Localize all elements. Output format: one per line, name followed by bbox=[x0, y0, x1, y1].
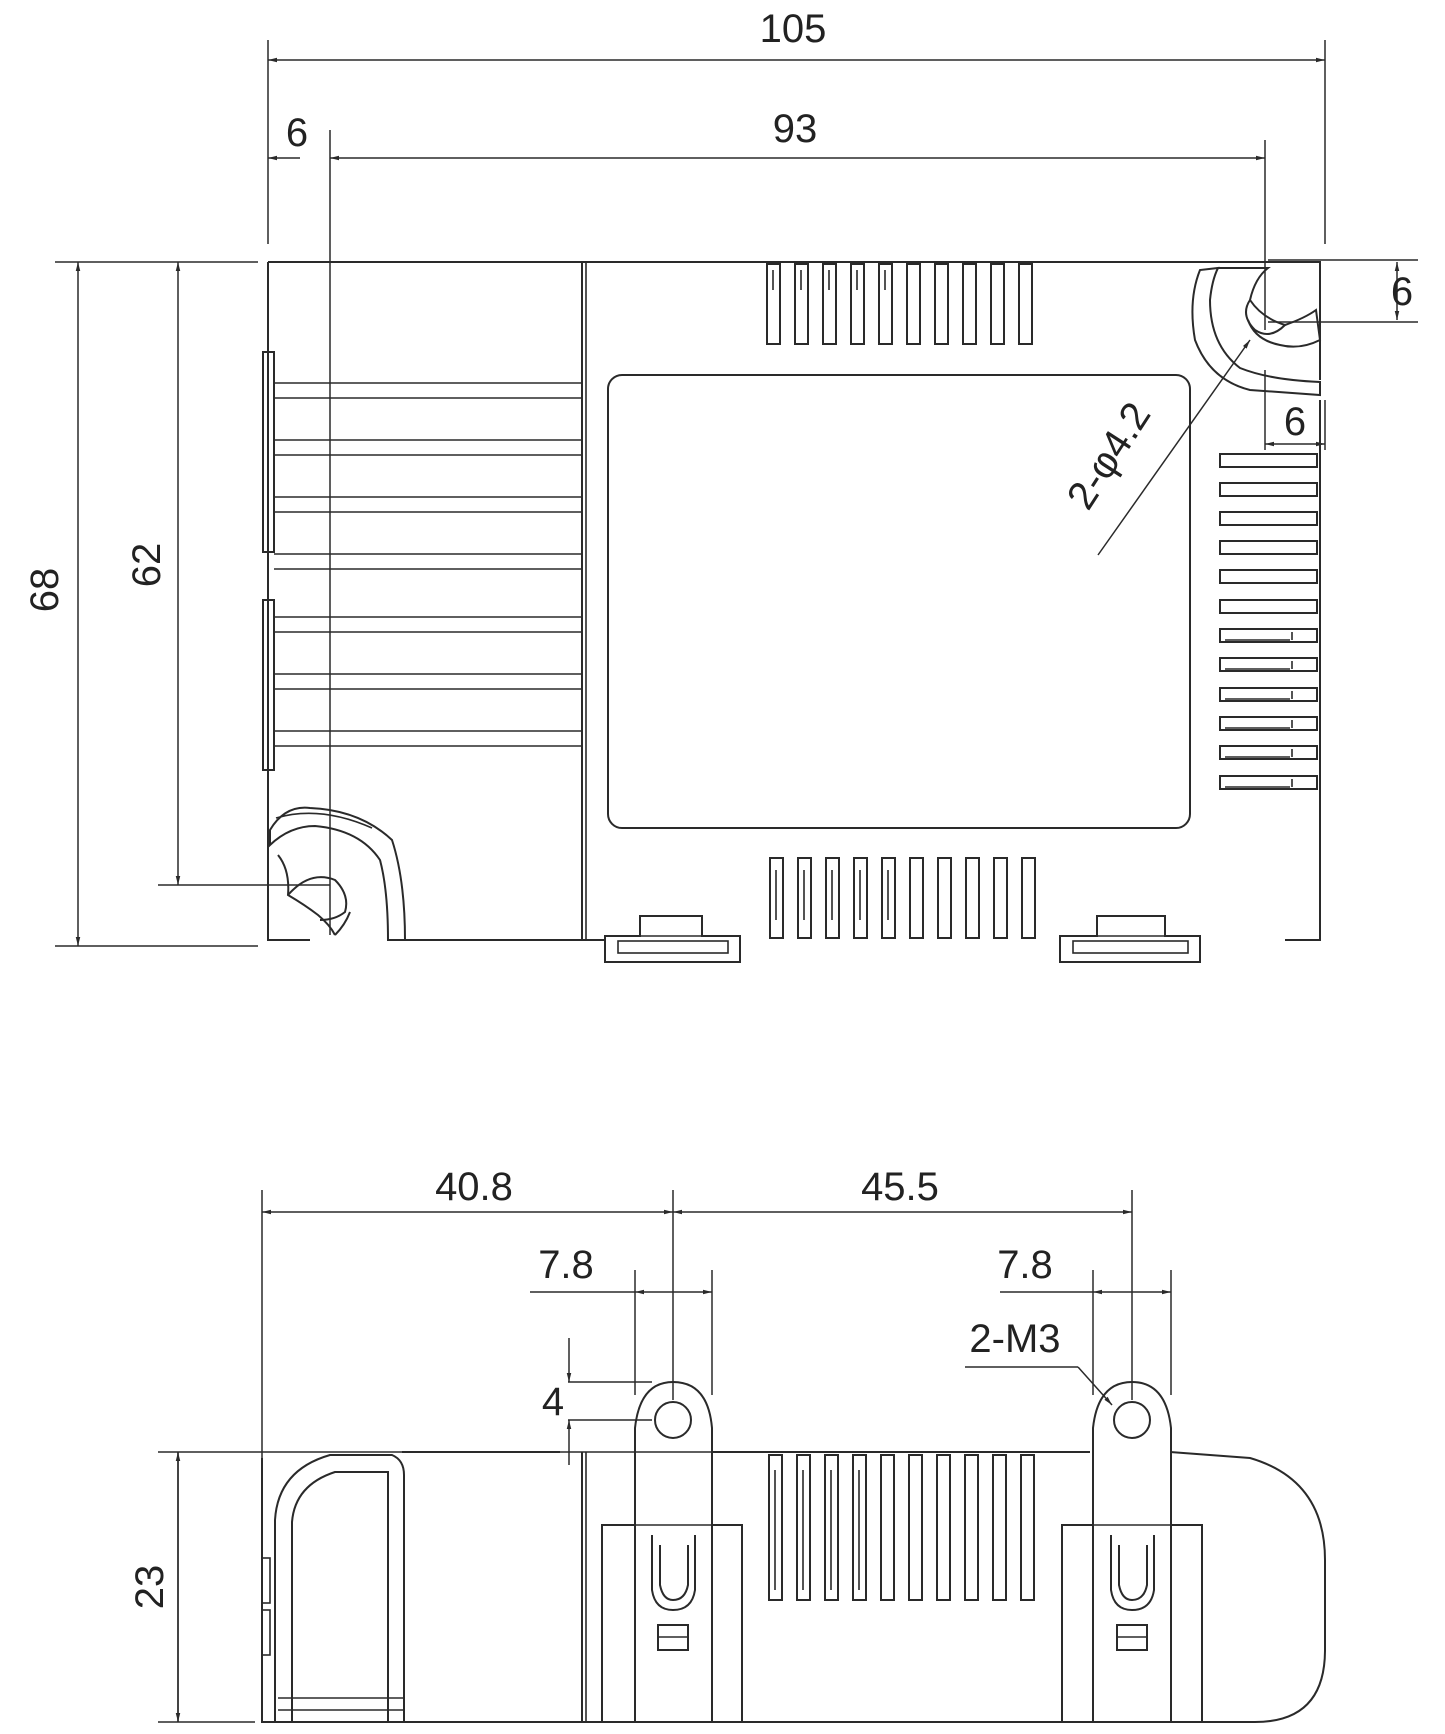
side-view-housing-outline bbox=[261, 1451, 1326, 1723]
screw-callout: 2-M3 bbox=[969, 1317, 1060, 1361]
side-dimension-lines bbox=[175, 1209, 1171, 1722]
dim-overall-height: 68 bbox=[23, 568, 67, 613]
top-view: 105 93 6 6 6 68 62 2-φ4.2 bbox=[23, 7, 1418, 963]
mounting-slot-top-right bbox=[1191, 266, 1322, 397]
side-view-vent-slots bbox=[768, 1454, 1035, 1601]
dim-right-side-offset: 6 bbox=[1284, 400, 1306, 444]
mounting-slot-bottom-left bbox=[269, 806, 407, 941]
dim-tab-to-tab: 45.5 bbox=[861, 1165, 939, 1209]
side-vent-slots bbox=[1219, 453, 1318, 790]
top-vent-slots bbox=[766, 263, 1033, 345]
dim-left-offset: 6 bbox=[286, 111, 308, 155]
top-mounting-tab-right bbox=[1059, 915, 1201, 963]
top-mounting-tab-left bbox=[604, 915, 741, 963]
dim-hole-spacing: 93 bbox=[773, 107, 818, 151]
dim-right-top-offset: 6 bbox=[1391, 270, 1413, 314]
dim-hole-height: 62 bbox=[125, 543, 169, 588]
dim-tab-width-right: 7.8 bbox=[997, 1243, 1053, 1287]
dim-side-height: 23 bbox=[128, 1565, 172, 1610]
top-dimension-lines bbox=[75, 57, 1400, 946]
bottom-vent-slots bbox=[769, 857, 1036, 939]
side-mounting-tab-right bbox=[1061, 1380, 1203, 1723]
label-panel bbox=[607, 374, 1191, 829]
side-view: 40.8 45.5 7.8 7.8 4 2-M3 23 bbox=[128, 1165, 1326, 1723]
top-extension-lines bbox=[55, 40, 1418, 947]
top-view-housing-outline bbox=[267, 261, 1321, 941]
dim-overall-width: 105 bbox=[760, 7, 827, 51]
side-cable-clamp bbox=[261, 1454, 405, 1723]
dim-left-to-tab: 40.8 bbox=[435, 1165, 513, 1209]
cable-clamp-block bbox=[262, 351, 582, 771]
dim-tab-hole-offset: 4 bbox=[542, 1380, 564, 1424]
dim-tab-width-left: 7.8 bbox=[538, 1243, 594, 1287]
side-mounting-tab-left bbox=[601, 1380, 743, 1723]
hole-callout: 2-φ4.2 bbox=[1059, 395, 1160, 517]
